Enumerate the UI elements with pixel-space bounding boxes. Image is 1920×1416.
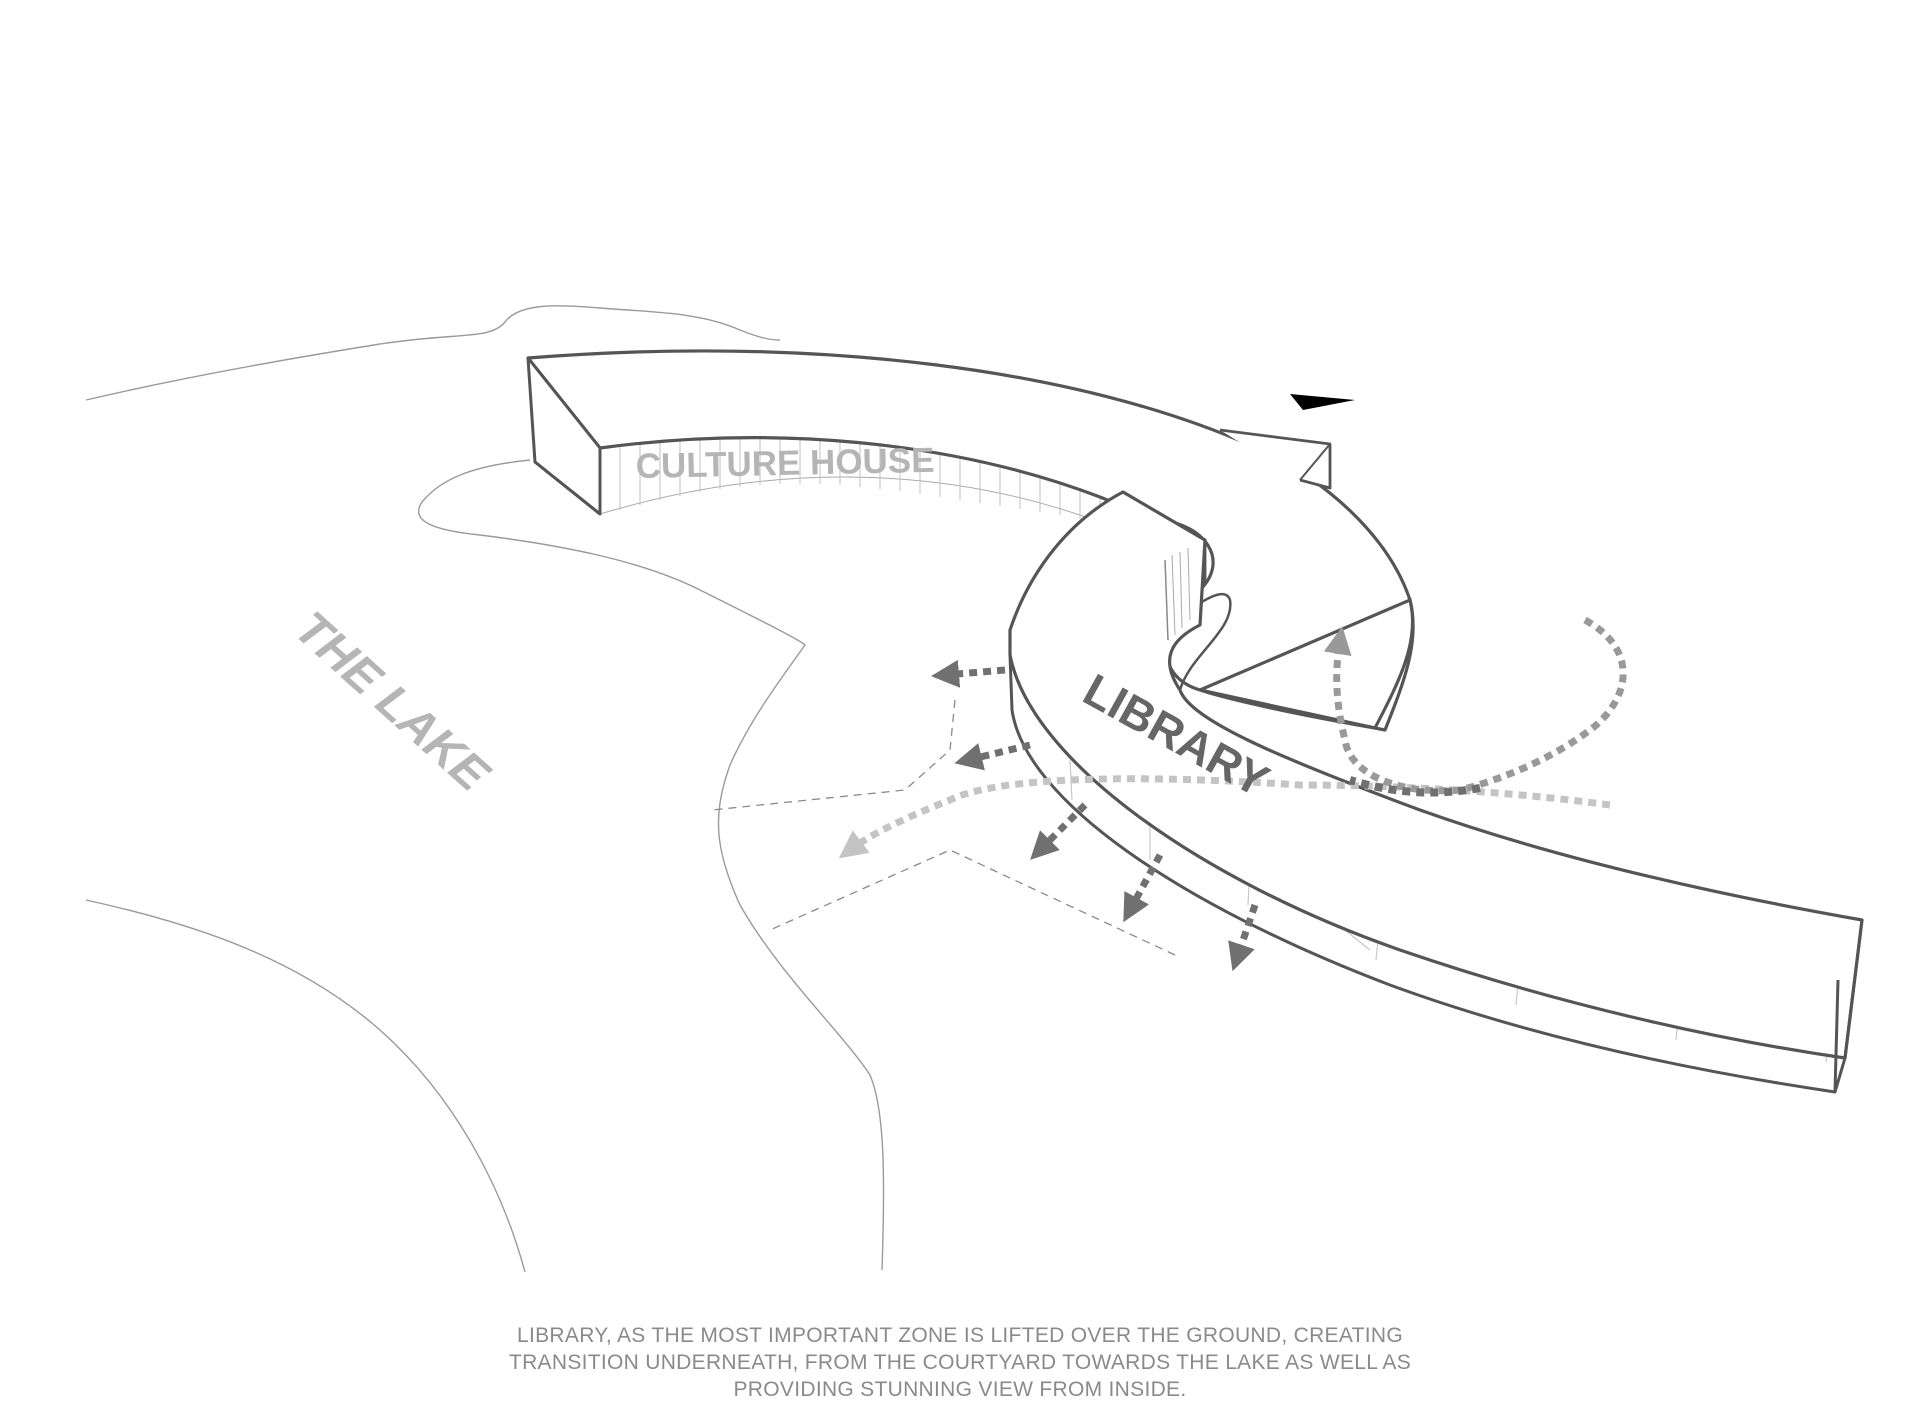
terrain-lines [85,305,885,1273]
culture-house-label: CULTURE HOUSE [635,441,935,486]
library-end [1833,919,1864,1094]
movement-arrows [838,616,1627,972]
library-roof [1008,490,1864,1060]
movement-arrow-icon [1123,853,1164,923]
library-volume [1008,490,1864,1094]
near-shore-line [85,899,526,1273]
movement-arrow-icon [954,741,1031,771]
culture-house-hook [1199,597,1415,730]
caption-line-3: PROVIDING STUNNING VIEW FROM INSIDE. [733,1378,1187,1401]
caption-line-1: LIBRARY, AS THE MOST IMPORTANT ZONE IS L… [517,1324,1403,1347]
view-lines [711,699,1176,956]
movement-arrow-icon [1228,903,1259,972]
caption-line-2: TRANSITION UNDERNEATH, FROM THE COURTYAR… [508,1351,1412,1374]
the-lake-label: THE LAKE [285,602,500,803]
rear-block [1219,428,1332,490]
movement-arrow-icon [1030,802,1088,860]
movement-arrow-icon [838,775,1611,859]
lake-shore-line [417,459,885,1271]
culture-house-volume [526,349,1415,732]
far-shore-line [85,305,781,401]
north-arrow-icon [1290,394,1355,410]
diagram-caption: LIBRARY, AS THE MOST IMPORTANT ZONE IS L… [360,1322,1560,1403]
culture-house-roof [526,349,1415,732]
movement-arrow-icon [931,659,1006,688]
